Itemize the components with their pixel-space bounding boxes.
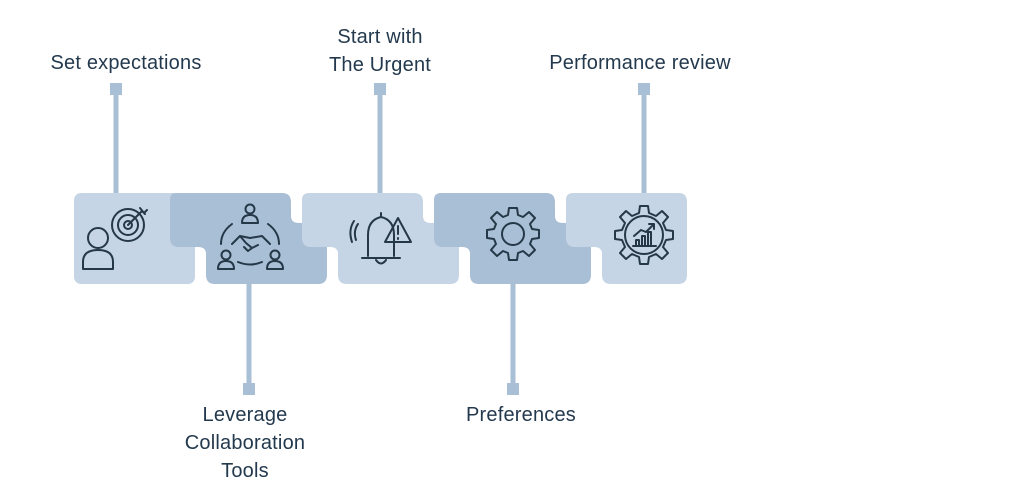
step-2-label: Leverage Collaboration Tools <box>184 404 306 482</box>
step-5-connector <box>641 95 647 193</box>
step-2-connector-end <box>243 383 255 395</box>
gear-chart-icon <box>614 205 674 265</box>
handshake-team-icon <box>217 203 284 270</box>
bell-warning-icon <box>349 212 412 265</box>
step-1-connector-end <box>110 83 122 95</box>
step-3-connector <box>377 95 383 193</box>
step-3-label: Start with The Urgent <box>328 26 432 76</box>
step-4-tile <box>434 193 591 284</box>
step-3-connector-end <box>374 83 386 95</box>
step-1-tile <box>74 193 195 284</box>
step-2-connector <box>246 284 252 383</box>
step-4-connector-end <box>507 383 519 395</box>
step-1-label: Set expectations <box>50 52 202 74</box>
gear-icon <box>486 207 540 261</box>
person-target-icon <box>82 207 148 270</box>
step-5-label: Performance review <box>549 52 731 74</box>
step-3-tile <box>302 193 459 284</box>
step-1-connector <box>113 95 119 193</box>
step-5-connector-end <box>638 83 650 95</box>
step-4-connector <box>510 284 516 383</box>
step-4-label: Preferences <box>465 404 577 426</box>
